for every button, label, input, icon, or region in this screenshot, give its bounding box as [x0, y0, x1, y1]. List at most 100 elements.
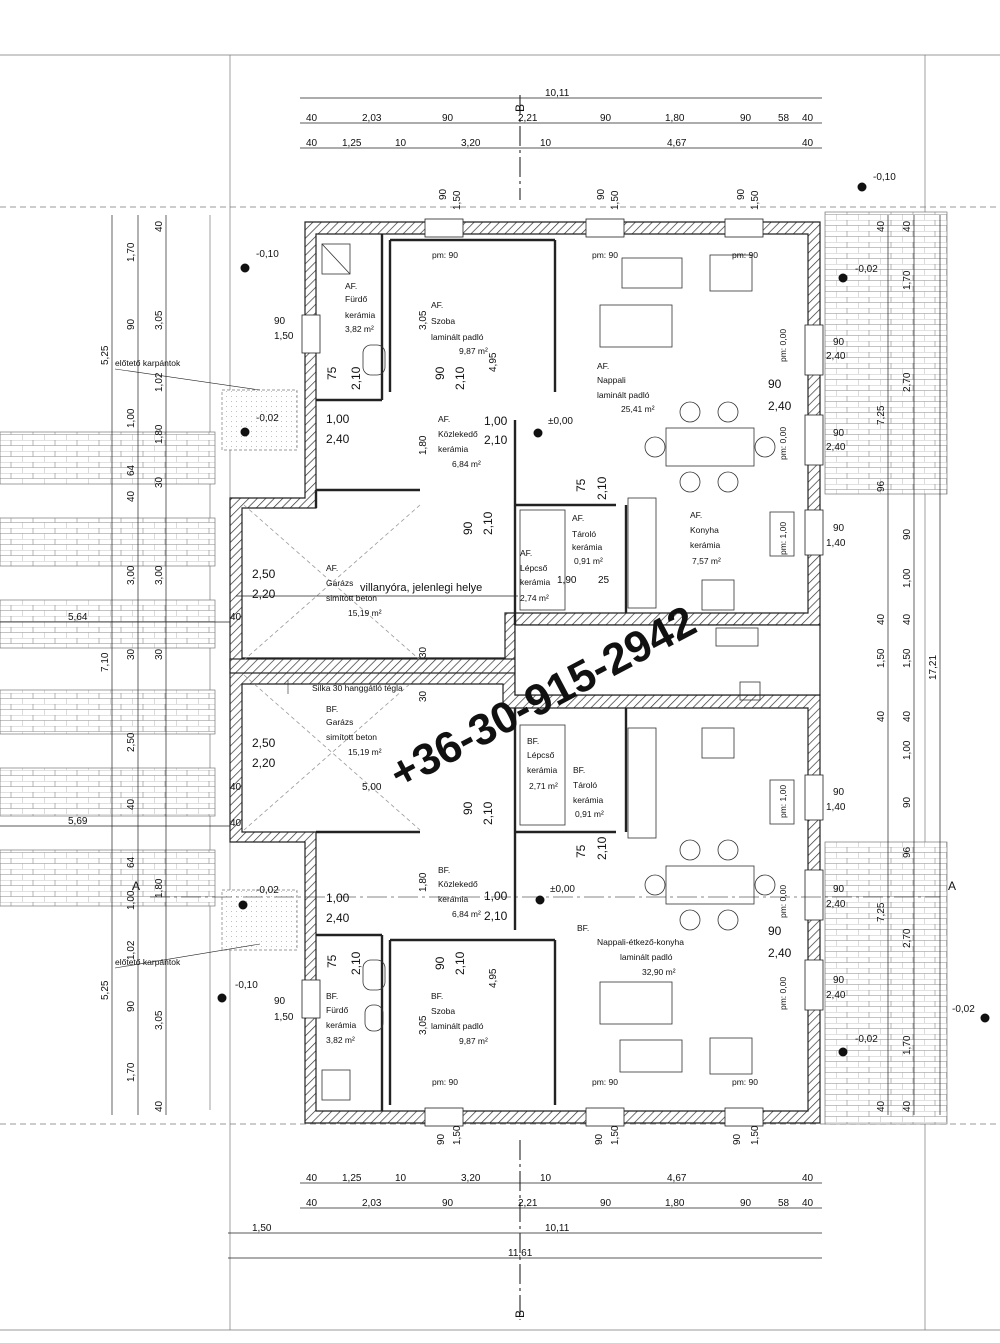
svg-text:BF.: BF. [326, 991, 338, 1001]
left-dim: 1,80 [154, 424, 165, 444]
entrance-door-height: 2,40 [326, 911, 350, 925]
garage-door-width: 2,50 [252, 567, 276, 581]
left-dim: 5,25 [100, 980, 111, 1000]
door-dim: 2,10 [349, 951, 363, 975]
door-dim: 4,95 [488, 968, 499, 988]
svg-text:32,90 m²: 32,90 m² [642, 967, 676, 977]
svg-text:9,87 m²: 9,87 m² [459, 346, 488, 356]
top-dim: 58 [778, 113, 790, 124]
bottom-dim: 10 [395, 1173, 407, 1184]
window-dim: 1,40 [826, 802, 846, 813]
door-dim: 75 [574, 844, 588, 858]
window-dim: 2,40 [768, 399, 792, 413]
wall-dim: 30 [418, 646, 429, 658]
window-dim: 1,50 [452, 1125, 463, 1145]
pm-label: pm: 0,00 [778, 329, 788, 362]
svg-text:0,91 m²: 0,91 m² [574, 556, 603, 566]
annotations: előtető karpántok előtető karpántok vill… [114, 358, 518, 969]
bottom-dim: 1,50 [252, 1223, 272, 1234]
entrance-door-width: 1,00 [326, 891, 350, 905]
garage-door-height: 2,20 [252, 587, 276, 601]
level-label: -0,10 [235, 980, 258, 991]
svg-text:BF.: BF. [573, 765, 585, 775]
svg-text:Konyha: Konyha [690, 525, 719, 535]
paving-areas [0, 211, 948, 1125]
left-dim: 90 [126, 1000, 137, 1012]
door-height: 2,10 [484, 433, 508, 447]
svg-text:BF.: BF. [431, 991, 443, 1001]
window-dim: 90 [274, 996, 286, 1007]
window-dim: 2,40 [768, 946, 792, 960]
level-label: -0,10 [873, 172, 896, 183]
left-dim: 3,05 [154, 1010, 165, 1030]
pm-label: pm: 90 [432, 1077, 458, 1087]
wall-dim: 40 [230, 818, 242, 829]
door-width: 1,00 [484, 889, 508, 903]
right-dim: 40 [876, 710, 887, 722]
left-dim: 40 [154, 220, 165, 232]
bottom-dim: 1,80 [665, 1198, 685, 1209]
window-dim: 90 [833, 975, 845, 986]
window-dim: 1,50 [750, 190, 761, 210]
left-dim: 3,00 [154, 565, 165, 585]
garage-door-height: 2,20 [252, 756, 276, 770]
left-dim: 64 [126, 464, 137, 476]
left-dim: 1,02 [154, 372, 165, 392]
svg-text:Közlekedő: Közlekedő [438, 429, 478, 439]
pm-label: pm: 90 [732, 250, 758, 260]
window-dim: 90 [274, 316, 286, 327]
svg-text:kerámia: kerámia [438, 894, 469, 904]
svg-text:3,82 m²: 3,82 m² [345, 324, 374, 334]
door-dim: 90 [433, 366, 447, 380]
section-b-bottom: B [513, 1310, 527, 1318]
window-dim: 1,50 [610, 190, 621, 210]
svg-text:kerámia: kerámia [438, 444, 469, 454]
svg-text:6,84 m²: 6,84 m² [452, 909, 481, 919]
window-dim: 90 [596, 188, 607, 200]
garage-door-width: 2,50 [252, 736, 276, 750]
window-dim: 90 [768, 924, 782, 938]
window-dim: 90 [833, 337, 845, 348]
svg-text:7,57 m²: 7,57 m² [692, 556, 721, 566]
bottom-dim: 58 [778, 1198, 790, 1209]
svg-text:BF.: BF. [438, 865, 450, 875]
right-dim: 40 [902, 1100, 913, 1112]
top-dim: 4,67 [667, 138, 687, 149]
svg-text:AF.: AF. [326, 563, 338, 573]
bottom-dim: 40 [306, 1198, 318, 1209]
left-dimensions [0, 215, 230, 1115]
svg-text:Nappali: Nappali [597, 375, 626, 385]
svg-text:Tároló: Tároló [573, 780, 597, 790]
door-dim: 2,10 [453, 366, 467, 390]
svg-text:kerámia: kerámia [345, 310, 376, 320]
right-dim: 1,70 [902, 270, 913, 290]
top-dim: 2,03 [362, 113, 382, 124]
room-label: BF.Nappali-étkező-konyha laminált padló3… [577, 923, 684, 977]
svg-text:Garázs: Garázs [326, 717, 353, 727]
top-dim: 90 [600, 113, 612, 124]
level-marker-icon [217, 182, 990, 1057]
canopy-label: előtető karpántok [115, 957, 181, 967]
door-dim: 75 [325, 366, 339, 380]
window-dim: 90 [833, 884, 845, 895]
entrance-door-width: 1,00 [326, 412, 350, 426]
door-width: 1,00 [484, 414, 508, 428]
window-dim: 1,50 [750, 1125, 761, 1145]
svg-text:Szoba: Szoba [431, 316, 455, 326]
left-dim: 5,25 [100, 345, 111, 365]
window-dim: 90 [833, 787, 845, 798]
top-dim: 40 [802, 113, 814, 124]
door-dim: 75 [574, 478, 588, 492]
window-dim: 1,50 [452, 190, 463, 210]
svg-text:9,87 m²: 9,87 m² [459, 1036, 488, 1046]
door-dim: 2,10 [481, 511, 495, 535]
door-dim: 2,10 [349, 366, 363, 390]
svg-text:3,82 m²: 3,82 m² [326, 1035, 355, 1045]
top-dimensions [300, 97, 822, 149]
